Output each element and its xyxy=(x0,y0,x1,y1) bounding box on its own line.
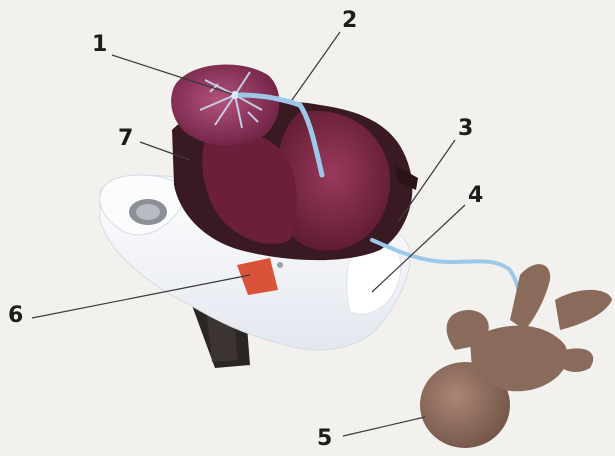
callout-1: 1 xyxy=(92,34,107,56)
callout-3: 3 xyxy=(458,118,473,140)
callout-6: 6 xyxy=(8,305,23,327)
callout-5: 5 xyxy=(317,428,332,450)
callout-2: 2 xyxy=(342,10,357,32)
callout-7: 7 xyxy=(118,128,133,150)
fetus-leg-upper xyxy=(510,264,550,330)
fetus-leg-right xyxy=(555,290,612,330)
callout-4: 4 xyxy=(468,185,483,207)
placenta-lobe xyxy=(171,65,279,146)
leader-2 xyxy=(292,32,340,100)
fetus-model xyxy=(420,264,612,448)
leader-5 xyxy=(343,417,425,436)
